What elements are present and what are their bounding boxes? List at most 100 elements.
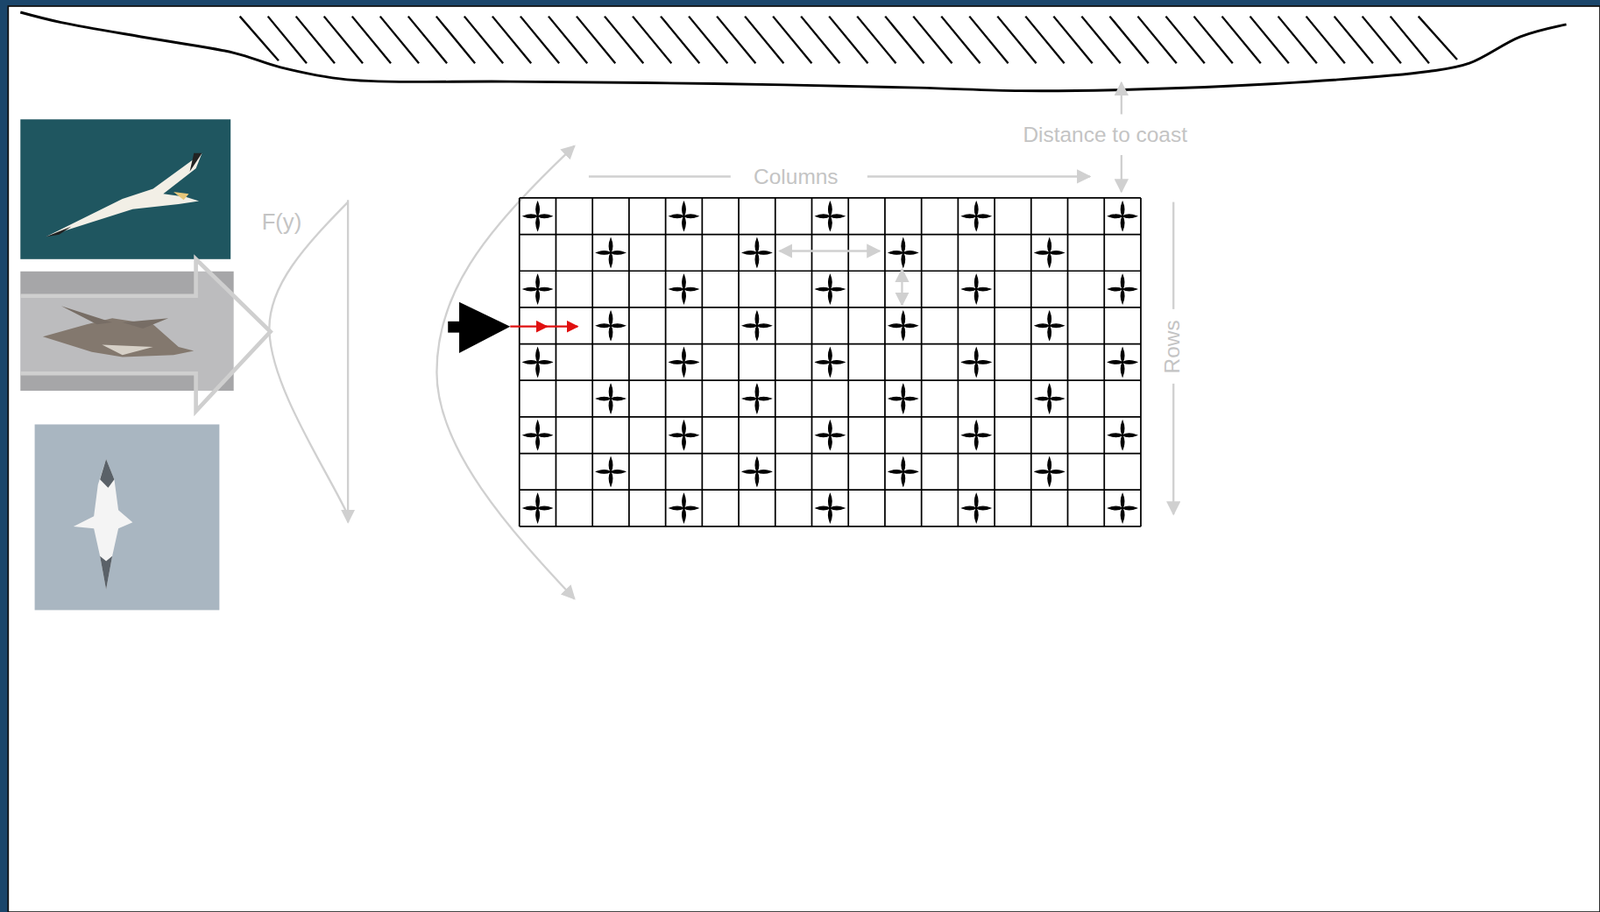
turbine-blade: [536, 435, 540, 450]
turbine-blade: [608, 457, 613, 472]
distance-arrow: [1120, 82, 1123, 114]
turbine-blade: [888, 324, 903, 328]
turbine-blade: [682, 275, 687, 290]
turbine-blade: [1047, 471, 1052, 486]
turbine-blade: [828, 508, 832, 523]
turbine-blade: [683, 287, 698, 291]
turbine-blade: [523, 361, 538, 365]
columns-arrow: [588, 175, 731, 177]
grid-line: [920, 198, 923, 527]
turbine-blade: [536, 216, 540, 231]
turbine-symbol: [523, 494, 553, 524]
turbine-blade: [1120, 347, 1125, 362]
turbine-blade: [1047, 238, 1052, 253]
turbine-symbol: [596, 238, 626, 268]
turbine-blade: [1034, 251, 1049, 255]
turbine-blade: [743, 251, 758, 255]
turbine-blade: [974, 216, 978, 231]
ship-track-arrow: [545, 325, 578, 327]
turbine-blade: [1108, 287, 1123, 291]
turbine-blade: [608, 252, 613, 267]
turbine-blade: [536, 361, 540, 376]
turbine-blade: [682, 508, 687, 523]
turbine-blade: [828, 347, 832, 362]
turbine-blade: [976, 433, 991, 438]
turbine-blade: [610, 470, 625, 475]
turbine-blade: [829, 433, 844, 438]
turbine-symbol: [1108, 420, 1138, 450]
grid-line: [519, 525, 1141, 528]
turbine-symbol: [888, 457, 918, 487]
grid-line: [519, 343, 1141, 346]
turbine-blade: [1034, 396, 1049, 401]
turbine-symbol: [669, 494, 699, 524]
turbine-blade: [1120, 201, 1125, 216]
turbine-symbol: [1034, 311, 1064, 340]
ship-symbol: [459, 302, 510, 354]
turbine-blade: [1049, 324, 1064, 328]
turbine-blade: [974, 275, 978, 290]
turbine-blade: [962, 433, 977, 438]
turbine-symbol: [815, 275, 845, 305]
turbine-symbol: [523, 275, 553, 305]
turbine-blade: [1122, 287, 1137, 291]
turbine-blade: [1108, 361, 1123, 365]
turbine-blade: [757, 251, 772, 255]
turbine-blade: [1047, 325, 1052, 340]
turbine-blade: [901, 384, 906, 399]
turbine-blade: [610, 396, 625, 401]
turbine-blade: [755, 252, 759, 267]
grid-line: [1067, 198, 1070, 527]
turbine-blade: [815, 361, 830, 365]
turbine-symbol: [962, 201, 992, 231]
gannet-photo: [20, 119, 231, 260]
turbine-symbol: [888, 238, 918, 268]
turbine-blade: [829, 214, 844, 219]
turbine-symbol: [743, 384, 772, 414]
turbine-blade: [1049, 251, 1064, 255]
turbine-blade: [829, 361, 844, 365]
turbine-blade: [962, 506, 977, 510]
turbine-blade: [1122, 433, 1137, 438]
turbine-blade: [815, 214, 830, 219]
turbine-blade: [903, 324, 918, 328]
turbine-blade: [682, 347, 687, 362]
turbine-symbol: [743, 238, 772, 268]
grid-line: [519, 488, 1141, 491]
turbine-blade: [682, 289, 687, 304]
turbine-blade: [974, 494, 978, 509]
distance-arrow: [1120, 155, 1123, 192]
turbine-blade: [1047, 311, 1052, 326]
turbine-symbol: [743, 457, 772, 487]
turbine-blade: [901, 238, 906, 253]
turbine-blade: [974, 347, 978, 362]
turbine-blade: [523, 433, 538, 438]
turbine-blade: [1122, 506, 1137, 510]
turbine-symbol: [596, 384, 626, 414]
fy-axis: [346, 199, 349, 523]
turbine-blade: [901, 457, 906, 472]
grid-line: [847, 198, 850, 527]
turbine-blade: [962, 361, 977, 365]
turbine-blade: [828, 494, 832, 509]
axis-label: Distance to coast: [1019, 122, 1191, 147]
turbine-blade: [683, 214, 698, 219]
turbine-blade: [974, 201, 978, 216]
turbine-blade: [828, 420, 832, 435]
turbine-blade: [610, 324, 625, 328]
turbine-symbol: [888, 311, 918, 340]
survey-arc: [436, 146, 574, 600]
grid-line: [1139, 198, 1142, 527]
turbine-symbol: [962, 494, 992, 524]
turbine-blade: [596, 251, 611, 255]
grid-line: [993, 198, 996, 527]
turbine-blade: [1120, 508, 1125, 523]
turbine-blade: [1108, 214, 1123, 219]
turbine-blade: [682, 420, 687, 435]
turbine-blade: [974, 361, 978, 376]
grid-line: [811, 198, 814, 527]
turbine-blade: [523, 287, 538, 291]
